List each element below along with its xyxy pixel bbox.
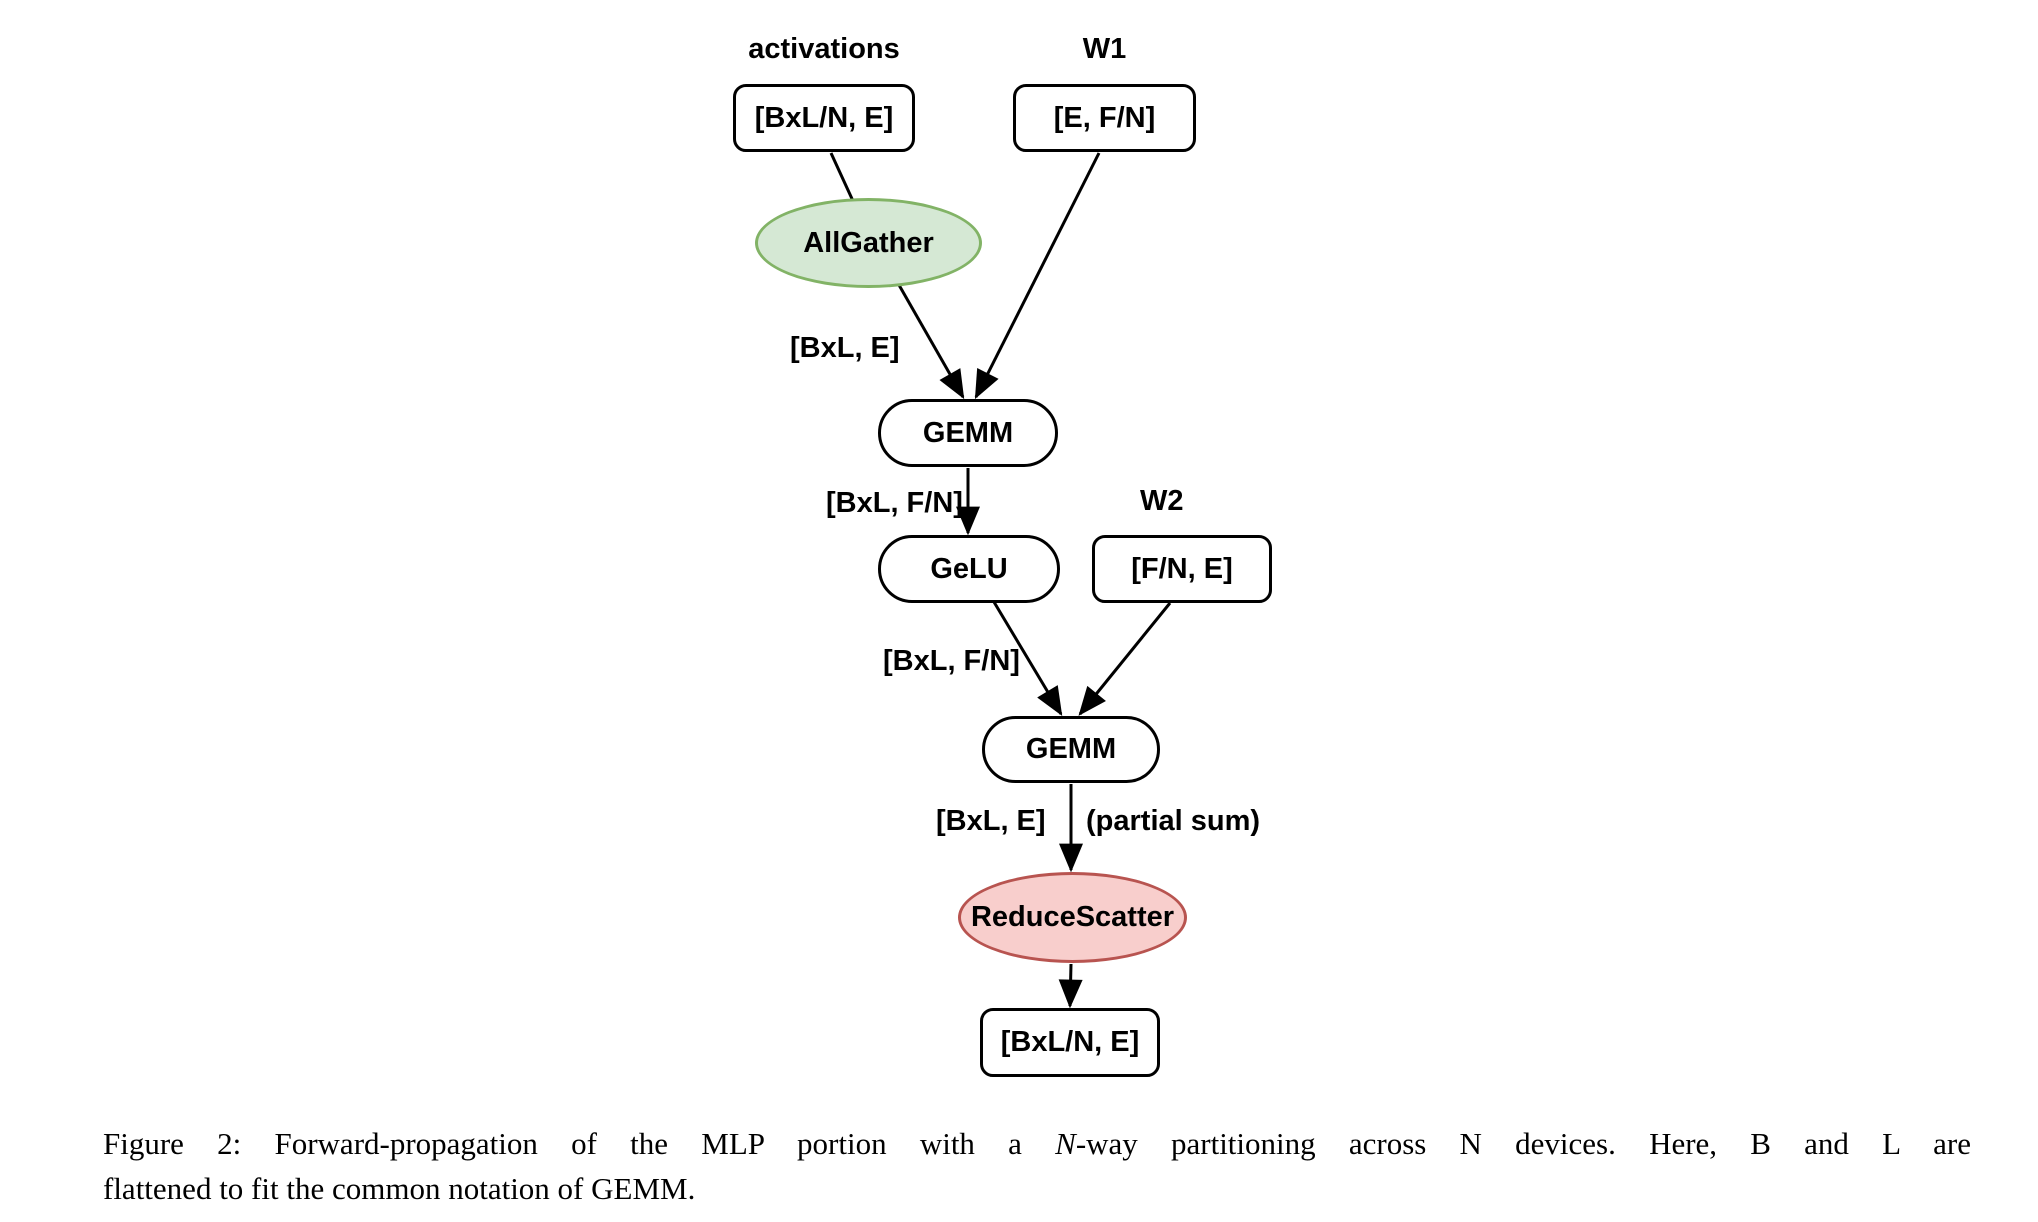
figure-caption: Figure 2: Forward-propagation of the MLP… <box>103 1121 1971 1211</box>
partial-sum-label: (partial sum) <box>1086 805 1261 837</box>
edge-w1-to-gemm1 <box>974 152 1101 400</box>
edge-w2-to-gemm2 <box>1078 602 1172 716</box>
gelu-node: GeLU <box>878 535 1060 603</box>
input-activations-box: [BxL/N, E] <box>733 84 915 152</box>
reducescatter-node: ReduceScatter <box>958 872 1187 963</box>
w2-box: [F/N, E] <box>1092 535 1272 603</box>
caption-text-pre: Figure 2: Forward-propagation of the MLP… <box>103 1126 1056 1161</box>
edge-label-bxl-e-2: [BxL, E] <box>936 805 1046 837</box>
edge-allgather-to-gemm1 <box>897 284 965 400</box>
caption-text-post: -way partitioning across N devices. Here… <box>1075 1126 1971 1161</box>
edge-reducescatter-to-output <box>1058 963 1083 1009</box>
caption-line-2: flattened to fit the common notation of … <box>103 1171 696 1206</box>
w1-box: [E, F/N] <box>1013 84 1196 152</box>
activations-label: activations <box>748 33 900 65</box>
edge-label-bxl-fn-1: [BxL, F/N] <box>826 487 963 519</box>
edge-gelu-to-gemm2 <box>992 601 1063 717</box>
gemm1-node: GEMM <box>878 399 1058 467</box>
w2-label: W2 <box>1140 485 1184 517</box>
edge-label-bxl-fn-2: [BxL, F/N] <box>883 645 1020 677</box>
w1-label: W1 <box>1082 33 1127 65</box>
caption-line-1: Figure 2: Forward-propagation of the MLP… <box>103 1121 1971 1166</box>
allgather-node: AllGather <box>755 198 982 288</box>
edge-input-to-allgather <box>829 152 855 202</box>
gemm2-node: GEMM <box>982 716 1160 783</box>
caption-math-n: N <box>1055 1126 1076 1161</box>
output-box: [BxL/N, E] <box>980 1008 1160 1077</box>
edge-label-bxl-e: [BxL, E] <box>790 332 900 364</box>
